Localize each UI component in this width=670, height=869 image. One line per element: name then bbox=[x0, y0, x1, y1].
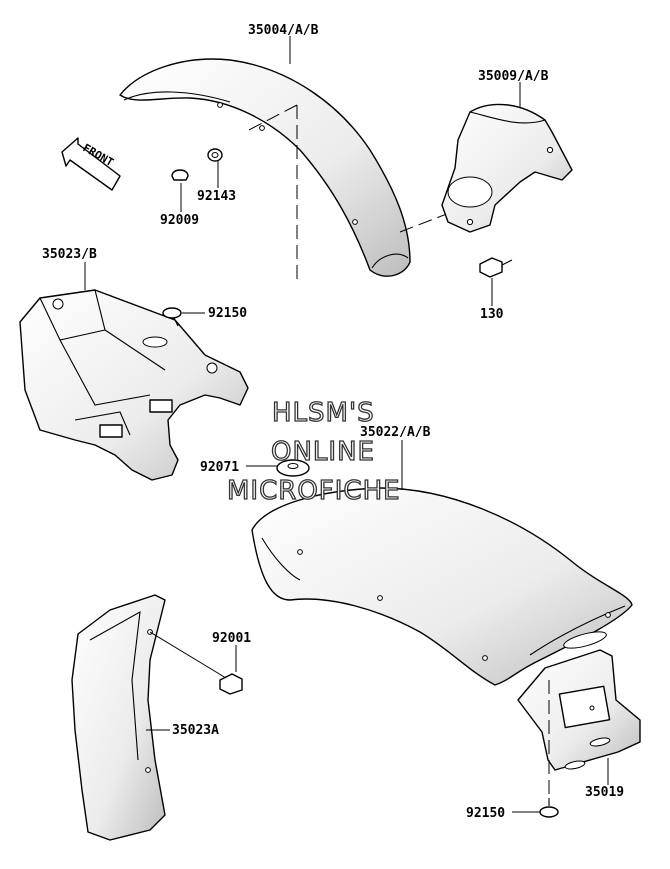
side-cover bbox=[71, 594, 166, 841]
bolt-92001 bbox=[219, 673, 243, 695]
watermark-line-2: ONLINE bbox=[271, 437, 375, 467]
watermark-line-1: HLSM'S bbox=[272, 398, 375, 428]
rear-fender-inner bbox=[19, 289, 249, 481]
grommet-92071 bbox=[276, 459, 310, 477]
part-label-130: 130 bbox=[480, 307, 504, 322]
watermark-line-3: MICROFICHE bbox=[227, 476, 401, 506]
part-label-92150-lower: 92150 bbox=[466, 806, 505, 821]
bolt-130 bbox=[479, 257, 513, 278]
part-label-35023b: 35023/B bbox=[42, 247, 97, 262]
screw-92150-upper bbox=[162, 307, 182, 327]
screw-92150-lower bbox=[539, 798, 559, 818]
part-label-35009: 35009/A/B bbox=[478, 69, 549, 84]
front-direction-badge: FRONT bbox=[61, 137, 121, 191]
part-label-92150-upper: 92150 bbox=[208, 306, 247, 321]
part-label-92009: 92009 bbox=[160, 213, 199, 228]
fender-bracket bbox=[441, 103, 573, 233]
part-label-35023a: 35023A bbox=[172, 723, 219, 738]
part-label-35004: 35004/A/B bbox=[248, 23, 319, 38]
part-label-35022: 35022/A/B bbox=[360, 425, 431, 440]
screw-92009 bbox=[171, 169, 189, 181]
front-fender bbox=[119, 58, 411, 277]
part-label-92071: 92071 bbox=[200, 460, 239, 475]
washer-92143 bbox=[207, 148, 223, 162]
part-label-35019: 35019 bbox=[585, 785, 624, 800]
rear-fender bbox=[251, 487, 633, 686]
part-label-92001: 92001 bbox=[212, 631, 251, 646]
part-label-92143: 92143 bbox=[197, 189, 236, 204]
license-bracket bbox=[517, 649, 641, 771]
